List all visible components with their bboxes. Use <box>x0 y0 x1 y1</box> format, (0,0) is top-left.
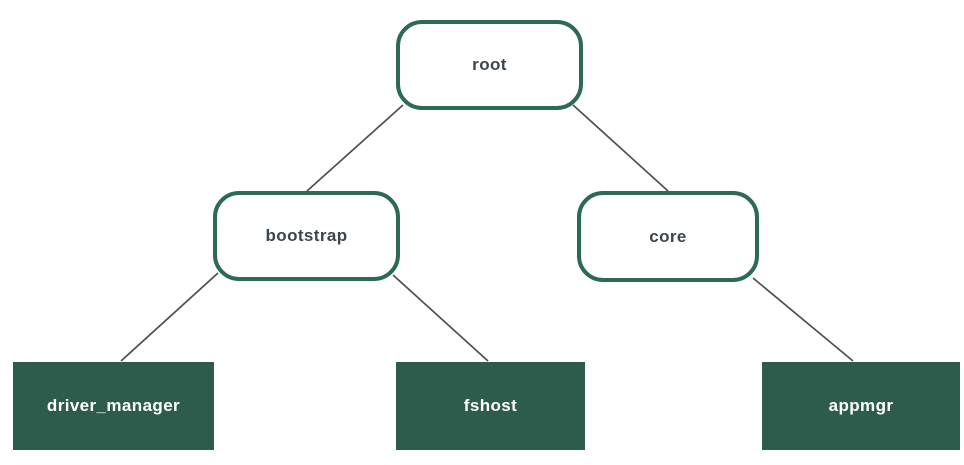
node-driver-manager-label: driver_manager <box>46 396 181 415</box>
node-bootstrap-label: bootstrap <box>265 226 348 245</box>
node-core: core <box>577 191 759 282</box>
edge-core-appmgr <box>752 277 854 362</box>
edge-root-bootstrap <box>306 104 404 192</box>
node-root: root <box>396 20 583 110</box>
node-core-label: core <box>649 226 687 246</box>
edge-bootstrap-driver-manager <box>120 272 219 362</box>
node-appmgr: appmgr <box>762 362 960 450</box>
node-fshost-label: fshost <box>463 396 518 415</box>
node-bootstrap: bootstrap <box>213 191 400 281</box>
node-root-label: root <box>472 55 507 74</box>
node-driver-manager: driver_manager <box>13 362 214 450</box>
edge-bootstrap-fshost <box>392 274 489 362</box>
node-appmgr-label: appmgr <box>828 396 894 415</box>
node-fshost: fshost <box>396 362 585 450</box>
edge-root-core <box>572 104 669 192</box>
